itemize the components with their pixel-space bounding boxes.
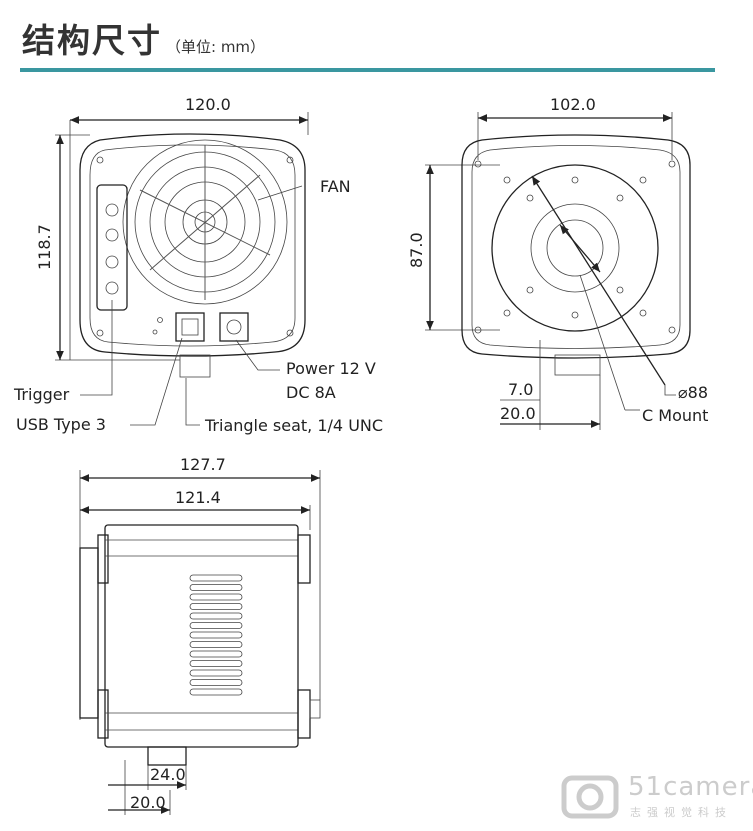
- vent-slot: [189, 679, 243, 686]
- power-label-1: Power 12 V: [286, 359, 376, 378]
- vent-slot: [189, 650, 243, 658]
- page-title: 结构尺寸（单位: mm）: [22, 14, 265, 62]
- watermark-subtitle: 志强视觉科技: [630, 806, 732, 819]
- body-length-dim: 121.4: [175, 488, 221, 507]
- front-height-dim: 87.0: [407, 232, 426, 268]
- vent-slot: [189, 669, 243, 677]
- back-height-dim: 118.7: [35, 224, 54, 270]
- title-text: 结构尺寸: [22, 21, 162, 60]
- offset-dim-7: 7.0: [508, 380, 533, 399]
- overall-length-dim: 127.7: [180, 455, 226, 474]
- trigger-label: Trigger: [13, 385, 70, 404]
- watermark-logo: 51camera 志强视觉科技: [560, 770, 753, 824]
- vent-slot: [189, 603, 243, 610]
- vent-slot: [189, 584, 243, 591]
- unit-label: （单位: mm）: [166, 38, 266, 56]
- tripod-label: Triangle seat, 1/4 UNC: [204, 416, 383, 435]
- vent-slot: [189, 660, 243, 667]
- side-view: 127.7 121.4 24.0 20.0: [79, 455, 321, 815]
- usb-label: USB Type 3: [16, 415, 106, 434]
- back-width-dim: 120.0: [185, 95, 231, 114]
- vent-slot: [189, 593, 243, 601]
- back-view: 120.0 118.7 FAN Trigger USB Type 3 Power…: [13, 95, 383, 435]
- c-mount-label: C Mount: [642, 406, 708, 425]
- vent-slot: [189, 688, 243, 696]
- title-divider: [20, 68, 715, 72]
- vent-slot: [189, 631, 243, 639]
- seat-width-dim: 24.0: [150, 765, 186, 784]
- front-view: 102.0 87.0 ⌀88 C Mount 7.0 20.0: [407, 95, 708, 430]
- vent-slot: [189, 612, 243, 620]
- diameter-label: ⌀88: [678, 383, 708, 402]
- vent-slot: [189, 622, 243, 629]
- power-label-2: DC 8A: [286, 383, 336, 402]
- front-width-dim: 102.0: [550, 95, 596, 114]
- vent-slot: [189, 574, 243, 582]
- seat-offset-dim: 20.0: [130, 793, 166, 812]
- offset-dim-20: 20.0: [500, 404, 536, 423]
- watermark-brand: 51camera: [628, 772, 753, 802]
- fan-label: FAN: [320, 177, 351, 196]
- vent-slot: [189, 641, 243, 648]
